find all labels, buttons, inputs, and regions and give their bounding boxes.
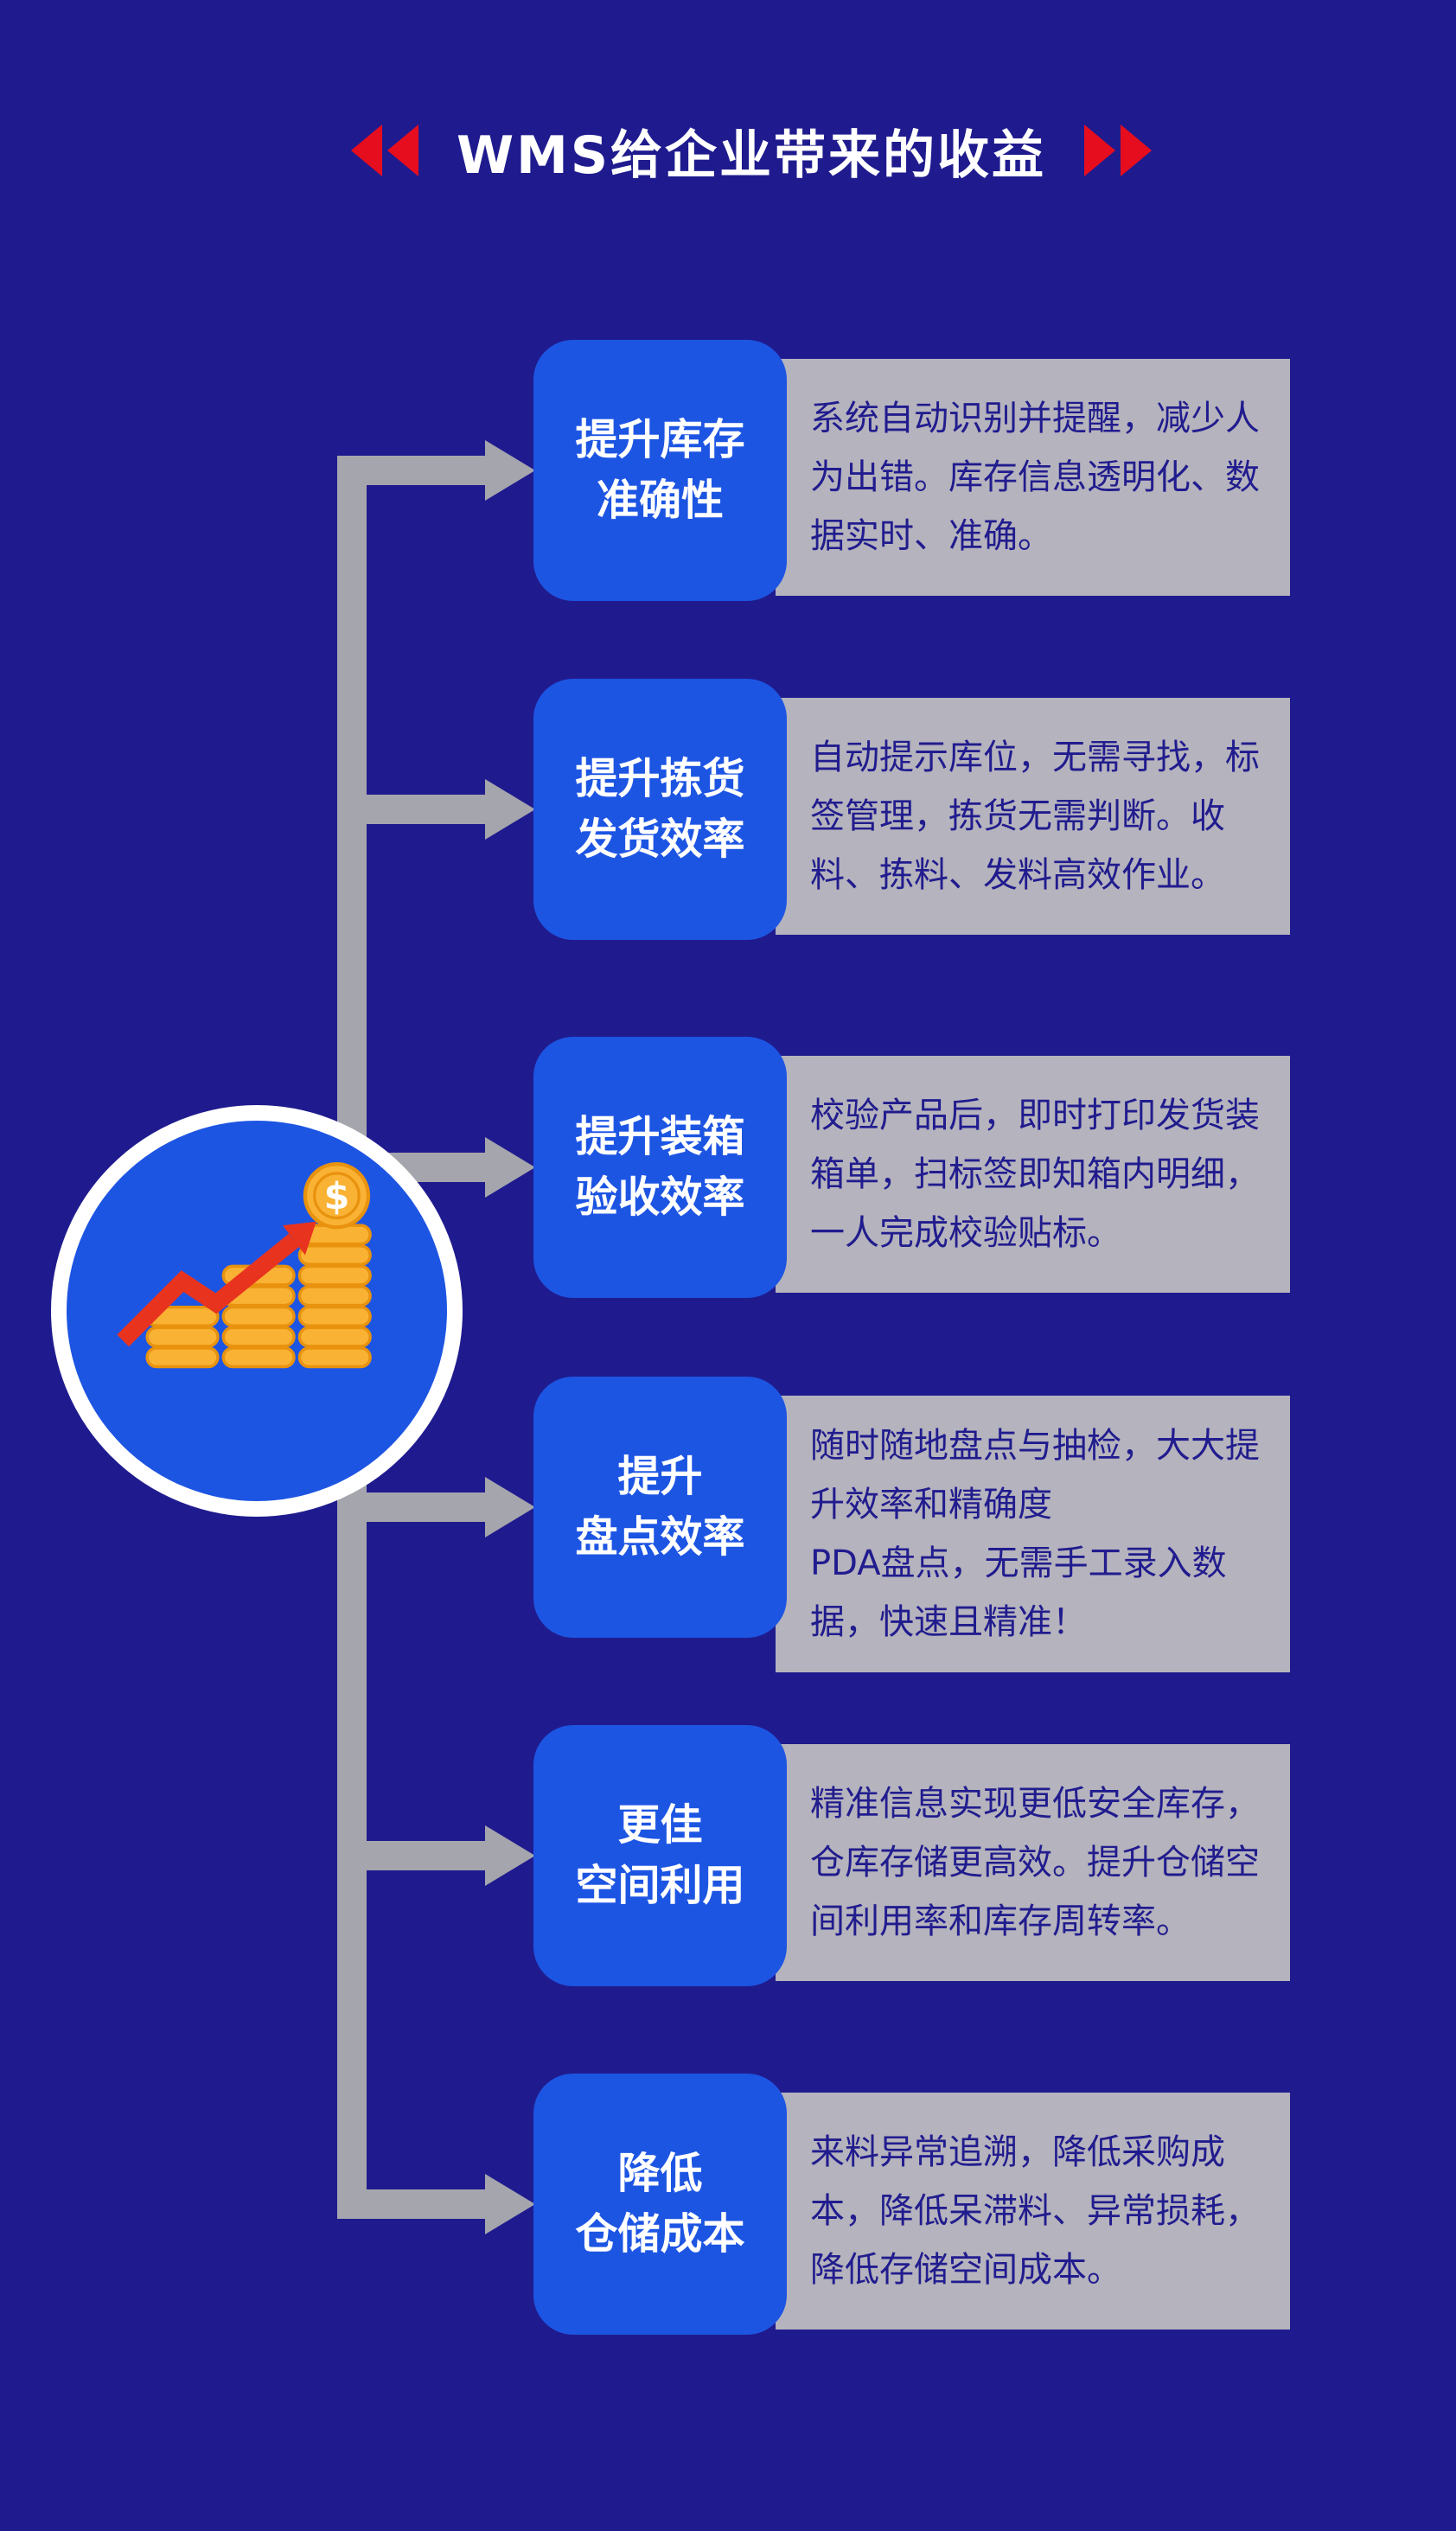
benefit-row: 提升 盘点效率 随时随地盘点与抽检，大大提升效率和精确度 PDA盘点，无需手工录… bbox=[0, 1377, 1456, 1672]
page-title: WMS给企业带来的收益 bbox=[456, 125, 1047, 186]
benefit-label: 提升库存 准确性 bbox=[575, 415, 745, 525]
benefit-label-card: 更佳 空间利用 bbox=[533, 1725, 787, 1986]
benefit-label-card: 提升拣货 发货效率 bbox=[533, 679, 787, 940]
connector-arrow-shaft bbox=[337, 1492, 489, 1522]
connector-arrow-shaft bbox=[337, 456, 489, 485]
benefit-label: 降低 仓储成本 bbox=[575, 2149, 745, 2259]
arrow-head-icon bbox=[485, 779, 535, 840]
header: WMS给企业带来的收益 bbox=[351, 111, 1152, 190]
arrow-head-icon bbox=[485, 1477, 535, 1537]
benefit-label: 更佳 空间利用 bbox=[575, 1800, 745, 1910]
benefit-description: 系统自动识别并提醒，减少人为出错。库存信息透明化、数据实时、准确。 bbox=[810, 399, 1260, 556]
arrow-head-icon bbox=[485, 2174, 535, 2234]
benefit-description-card: 随时随地盘点与抽检，大大提升效率和精确度 PDA盘点，无需手工录入数据，快速且精… bbox=[776, 1396, 1290, 1672]
benefit-row: 降低 仓储成本 来料异常追溯，降低采购成本，降低呆滞料、异常损耗，降低存储空间成… bbox=[0, 2074, 1456, 2335]
benefit-row: 更佳 空间利用 精准信息实现更低安全库存，仓库存储更高效。提升仓储空间利用率和库… bbox=[0, 1725, 1456, 1986]
benefit-description-card: 校验产品后，即时打印发货装箱单，扫标签即知箱内明细，一人完成校验贴标。 bbox=[776, 1056, 1290, 1293]
benefit-description: 校验产品后，即时打印发货装箱单，扫标签即知箱内明细，一人完成校验贴标。 bbox=[810, 1096, 1260, 1253]
rewind-icon bbox=[351, 125, 418, 176]
money-growth-badge: $ bbox=[51, 1105, 463, 1517]
fast-forward-icon bbox=[1083, 125, 1152, 176]
benefit-row: 提升装箱 验收效率 校验产品后，即时打印发货装箱单，扫标签即知箱内明细，一人完成… bbox=[0, 1037, 1456, 1298]
benefit-description: 来料异常追溯，降低采购成本，降低呆滞料、异常损耗，降低存储空间成本。 bbox=[810, 2132, 1260, 2290]
benefit-description-card: 系统自动识别并提醒，减少人为出错。库存信息透明化、数据实时、准确。 bbox=[776, 359, 1290, 596]
benefit-description-card: 精准信息实现更低安全库存，仓库存储更高效。提升仓储空间利用率和库存周转率。 bbox=[776, 1744, 1290, 1981]
arrow-head-icon bbox=[485, 1137, 535, 1198]
connector-arrow-shaft bbox=[337, 1841, 489, 1870]
benefit-label: 提升 盘点效率 bbox=[575, 1452, 745, 1562]
coin-stack-tall bbox=[297, 1224, 372, 1369]
benefit-label-card: 提升库存 准确性 bbox=[533, 340, 787, 601]
benefit-description: 随时随地盘点与抽检，大大提升效率和精确度 PDA盘点，无需手工录入数据，快速且精… bbox=[810, 1426, 1260, 1642]
benefit-label-card: 提升 盘点效率 bbox=[533, 1377, 787, 1638]
benefit-row: 提升拣货 发货效率 自动提示库位，无需寻找，标签管理，拣货无需判断。收料、拣料、… bbox=[0, 679, 1456, 940]
connector-arrow-shaft bbox=[337, 795, 489, 824]
benefit-description-card: 来料异常追溯，降低采购成本，降低呆滞料、异常损耗，降低存储空间成本。 bbox=[776, 2093, 1290, 2330]
dollar-coin-icon: $ bbox=[303, 1162, 371, 1230]
connector-arrow-shaft bbox=[337, 2189, 489, 2219]
benefit-label: 提升拣货 发货效率 bbox=[575, 754, 745, 864]
benefit-label-card: 提升装箱 验收效率 bbox=[533, 1037, 787, 1298]
arrow-head-icon bbox=[485, 440, 535, 501]
growth-arrow-icon bbox=[117, 1221, 316, 1347]
coins-growth-illustration: $ bbox=[117, 1162, 372, 1369]
benefit-description: 精准信息实现更低安全库存，仓库存储更高效。提升仓储空间利用率和库存周转率。 bbox=[810, 1784, 1260, 1941]
arrow-head-icon bbox=[485, 1825, 535, 1886]
benefit-description-card: 自动提示库位，无需寻找，标签管理，拣货无需判断。收料、拣料、发料高效作业。 bbox=[776, 698, 1290, 935]
coin-stack-small bbox=[145, 1305, 220, 1369]
benefit-label-card: 降低 仓储成本 bbox=[533, 2074, 787, 2335]
benefit-label: 提升装箱 验收效率 bbox=[575, 1112, 745, 1222]
dollar-symbol: $ bbox=[323, 1175, 349, 1218]
benefit-row: 提升库存 准确性 系统自动识别并提醒，减少人为出错。库存信息透明化、数据实时、准… bbox=[0, 340, 1456, 601]
benefit-description: 自动提示库位，无需寻找，标签管理，拣货无需判断。收料、拣料、发料高效作业。 bbox=[810, 738, 1260, 895]
